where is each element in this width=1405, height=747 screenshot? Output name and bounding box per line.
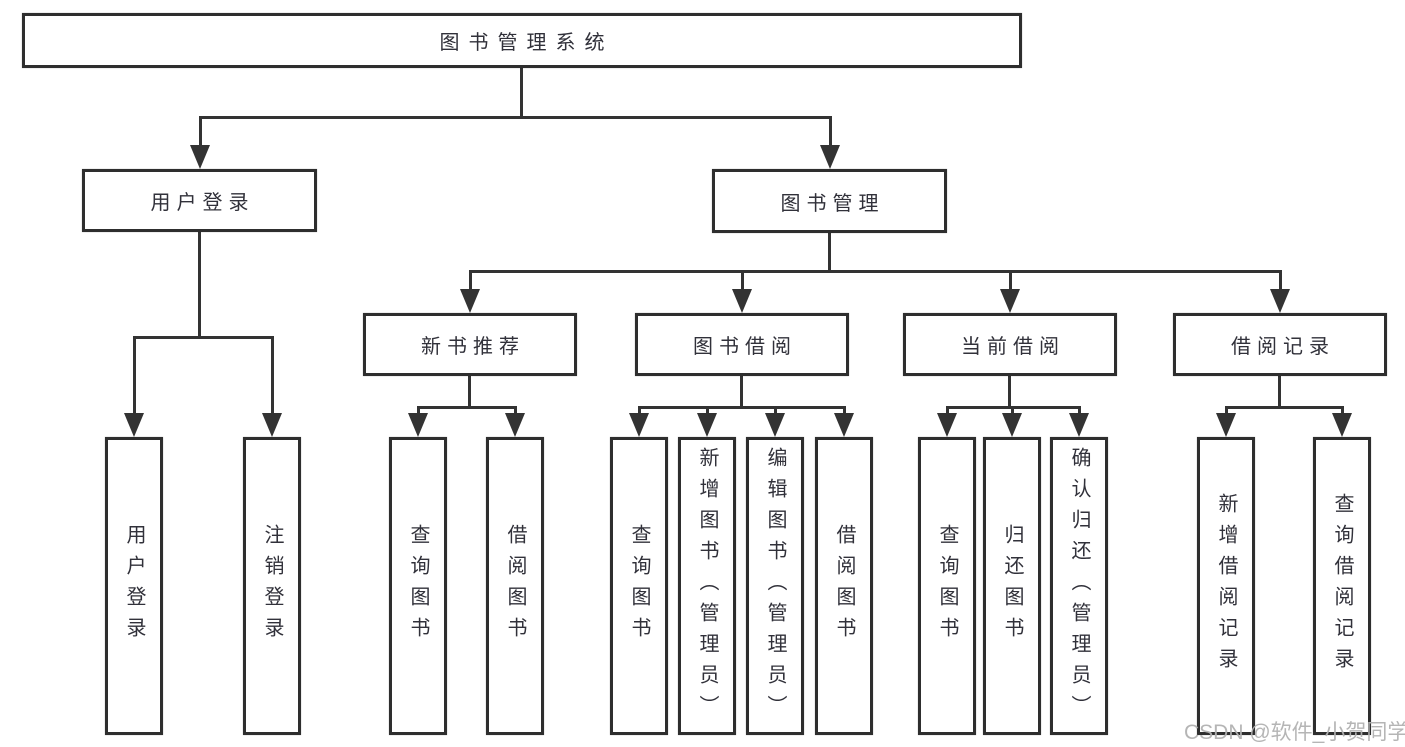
connector-line-vertical	[468, 376, 471, 408]
arrow-down-icon	[1216, 413, 1236, 437]
arrow-down-icon	[765, 413, 785, 437]
connector-line-horizontal	[946, 406, 1081, 409]
connector-arrow-stem	[1078, 408, 1081, 413]
arrow-down-icon	[1002, 413, 1022, 437]
connector-line-vertical	[828, 233, 831, 272]
leaf-query-borrow-record: 查询借阅记录	[1313, 437, 1371, 735]
node-system-root: 图书管理系统	[22, 13, 1022, 68]
arrow-down-icon	[834, 413, 854, 437]
connector-arrow-stem	[706, 408, 709, 413]
connector-arrow-stem	[638, 408, 641, 413]
connector-arrow-stem	[199, 117, 202, 145]
arrow-down-icon	[505, 413, 525, 437]
connector-arrow-stem	[829, 117, 832, 145]
leaf-edit-books-admin: 编辑图书（管理员）	[746, 437, 804, 735]
node-borrow-records: 借阅记录	[1173, 313, 1387, 376]
leaf-return-books: 归还图书	[983, 437, 1041, 735]
arrow-down-icon	[629, 413, 649, 437]
connector-line-horizontal	[133, 336, 274, 339]
connector-line-horizontal	[469, 270, 1282, 273]
connector-arrow-stem	[133, 337, 136, 413]
leaf-query-books-current: 查询图书	[918, 437, 976, 735]
leaf-add-books-admin: 新增图书（管理员）	[678, 437, 736, 735]
leaf-query-books-recommend: 查询图书	[389, 437, 447, 735]
connector-line-horizontal	[417, 406, 517, 409]
connector-arrow-stem	[741, 272, 744, 289]
connector-line-horizontal	[199, 116, 832, 119]
connector-line-vertical	[198, 232, 201, 338]
node-book-borrow: 图书借阅	[635, 313, 849, 376]
connector-arrow-stem	[469, 272, 472, 289]
leaf-logout: 注销登录	[243, 437, 301, 735]
node-user-login: 用户登录	[82, 169, 317, 232]
leaf-add-borrow-record: 新增借阅记录	[1197, 437, 1255, 735]
arrow-down-icon	[820, 145, 840, 169]
connector-arrow-stem	[271, 337, 274, 413]
connector-arrow-stem	[1011, 408, 1014, 413]
arrow-down-icon	[190, 145, 210, 169]
connector-line-vertical	[740, 376, 743, 408]
connector-line-vertical	[520, 68, 523, 118]
arrow-down-icon	[1069, 413, 1089, 437]
connector-line-vertical	[1278, 376, 1281, 408]
connector-line-horizontal	[1225, 406, 1344, 409]
node-book-management: 图书管理	[712, 169, 947, 233]
arrow-down-icon	[1270, 289, 1290, 313]
leaf-query-books-borrow: 查询图书	[610, 437, 668, 735]
connector-arrow-stem	[1009, 272, 1012, 289]
arrow-down-icon	[1332, 413, 1352, 437]
connector-arrow-stem	[1225, 408, 1228, 413]
arrow-down-icon	[460, 289, 480, 313]
node-current-borrow: 当前借阅	[903, 313, 1117, 376]
connector-arrow-stem	[514, 408, 517, 413]
leaf-borrow-books-recommend: 借阅图书	[486, 437, 544, 735]
arrow-down-icon	[408, 413, 428, 437]
connector-arrow-stem	[417, 408, 420, 413]
arrow-down-icon	[937, 413, 957, 437]
connector-line-horizontal	[638, 406, 846, 409]
arrow-down-icon	[262, 413, 282, 437]
connector-arrow-stem	[1341, 408, 1344, 413]
leaf-user-login: 用户登录	[105, 437, 163, 735]
connector-arrow-stem	[843, 408, 846, 413]
connector-arrow-stem	[1279, 272, 1282, 289]
arrow-down-icon	[697, 413, 717, 437]
leaf-borrow-books-borrow: 借阅图书	[815, 437, 873, 735]
connector-line-vertical	[1008, 376, 1011, 408]
csdn-watermark: CSDN @软件_小贺同学	[1184, 721, 1405, 744]
arrow-down-icon	[1000, 289, 1020, 313]
connector-arrow-stem	[774, 408, 777, 413]
node-new-book-recommend: 新书推荐	[363, 313, 577, 376]
connector-arrow-stem	[946, 408, 949, 413]
leaf-confirm-return-admin: 确认归还（管理员）	[1050, 437, 1108, 735]
arrow-down-icon	[732, 289, 752, 313]
arrow-down-icon	[124, 413, 144, 437]
